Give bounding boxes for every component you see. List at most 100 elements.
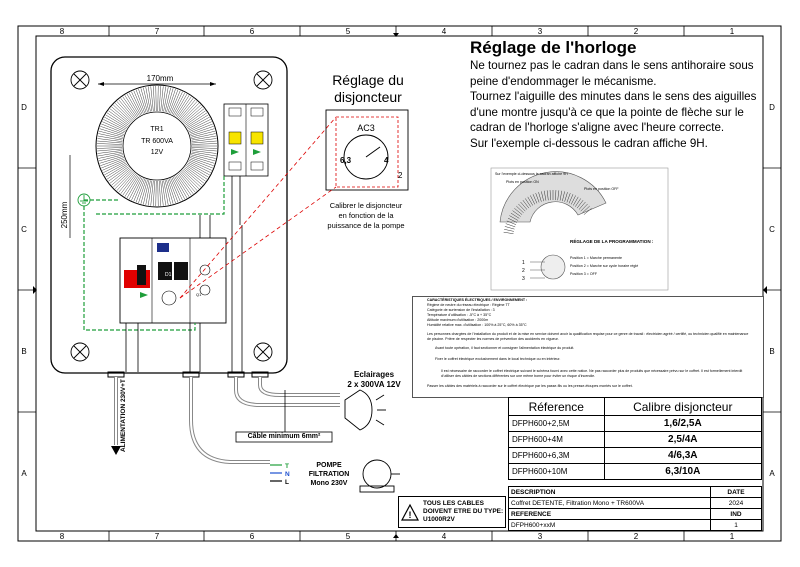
coil-winding bbox=[191, 150, 217, 154]
col-number: 8 bbox=[60, 27, 65, 36]
clock-dial-drawing bbox=[499, 171, 607, 280]
table-row: DFPH600+6,3M 4/6,3A bbox=[508, 447, 763, 464]
pos-number-1: 1 bbox=[522, 260, 525, 266]
coil-winding bbox=[191, 133, 216, 139]
dial-label: AC3 bbox=[357, 123, 375, 133]
caption-line: Calibrer le disjoncteur bbox=[329, 201, 403, 210]
coil-winding bbox=[150, 180, 154, 206]
coil-winding bbox=[186, 112, 208, 127]
ref-cell: DFPH600+4M bbox=[508, 431, 605, 448]
relay-label: D1 bbox=[165, 272, 172, 278]
coil-winding bbox=[111, 106, 131, 124]
coil-winding bbox=[175, 95, 190, 117]
earth-wiring bbox=[83, 176, 225, 331]
table-row: DFPH600+10M 6,3/10A bbox=[508, 463, 763, 480]
coil-winding bbox=[158, 86, 162, 112]
spec-para: Passer les câbles des matériels à raccor… bbox=[427, 384, 633, 388]
coil-winding bbox=[113, 104, 132, 123]
coil-winding bbox=[164, 87, 171, 112]
coil-winding bbox=[122, 96, 138, 118]
coil-winding bbox=[120, 173, 137, 194]
coil-winding bbox=[99, 155, 124, 164]
center-mark-top bbox=[393, 33, 399, 37]
coil-winding bbox=[126, 176, 140, 199]
coil-winding bbox=[122, 174, 138, 196]
pump-line: POMPE bbox=[316, 462, 342, 469]
cable-min-label: Câble minimum 6mm² bbox=[247, 433, 321, 440]
coil-winding bbox=[180, 171, 198, 191]
side-letters: D C B A D C B A bbox=[21, 103, 775, 478]
clock-tick bbox=[510, 212, 520, 219]
coil-winding bbox=[191, 138, 217, 142]
terminal-n: N bbox=[285, 471, 290, 478]
dim-arrow bbox=[210, 82, 216, 86]
internal-wiring bbox=[125, 176, 243, 372]
center-mark-left bbox=[33, 286, 37, 294]
coil-winding bbox=[166, 179, 174, 204]
row-letter: B bbox=[769, 347, 774, 356]
coil-winding bbox=[161, 86, 167, 112]
coil-winding bbox=[140, 179, 148, 204]
spec-line: Régime de neutre du réseau électrique : … bbox=[427, 303, 510, 307]
coil-winding bbox=[131, 91, 143, 115]
coil-winding bbox=[97, 147, 123, 149]
coil-winding bbox=[152, 180, 156, 206]
coil-winding bbox=[186, 114, 209, 129]
coil-winding bbox=[174, 176, 188, 199]
clock-tick bbox=[527, 196, 533, 206]
coil-winding bbox=[161, 180, 167, 206]
prog-title: RÉGLAGE DE LA PROGRAMMATION : bbox=[570, 237, 654, 244]
breaker-zoom-box bbox=[325, 109, 409, 191]
coil-winding bbox=[118, 99, 135, 120]
spec-box: CARACTÉRISTIQUES ÉLECTRIQUES / ENVIRONNE… bbox=[412, 296, 764, 398]
coil-winding bbox=[97, 135, 123, 141]
coil-winding bbox=[105, 114, 128, 129]
row-letter: A bbox=[21, 469, 27, 478]
dial-side-number: 2 bbox=[398, 171, 403, 180]
supply-label: ALIMENTATION 230V+T bbox=[120, 379, 127, 452]
coil-winding bbox=[155, 86, 157, 112]
external-cables-inner bbox=[115, 377, 340, 463]
pump-terminals: T N L bbox=[270, 463, 290, 486]
instruction-paragraph: Sur l'exemple ci-dessous le cadran affic… bbox=[470, 136, 708, 150]
spec-line: Humidité relative max. d'utilisation : 1… bbox=[427, 323, 527, 327]
pump-icon bbox=[359, 459, 400, 493]
coil-winding bbox=[97, 140, 123, 144]
coil-winding bbox=[116, 101, 134, 121]
caliber-header: Calibre disjoncteur bbox=[603, 397, 763, 416]
coil-winding bbox=[152, 86, 156, 112]
coil-winding bbox=[140, 88, 148, 113]
coil-winding bbox=[135, 178, 146, 203]
spec-para: Les personnes chargées de l'installation… bbox=[427, 332, 749, 341]
coil-winding bbox=[184, 167, 205, 184]
clock-tick bbox=[535, 193, 540, 203]
clock-tick bbox=[576, 199, 584, 209]
spec-heading: CARACTÉRISTIQUES ÉLECTRIQUES / ENVIRONNE… bbox=[427, 298, 528, 302]
clock-tick bbox=[514, 208, 523, 215]
coil-winding bbox=[188, 119, 211, 131]
width-label: 170mm bbox=[147, 74, 174, 83]
ref-label: REFERENCE bbox=[508, 508, 711, 520]
instruction-paragraph: Ne tournez pas le cadran dans le sens an… bbox=[470, 59, 754, 88]
clock-tick bbox=[570, 195, 576, 205]
clock-tick bbox=[507, 217, 518, 223]
coil-winding bbox=[175, 175, 190, 197]
ind-value: 1 bbox=[710, 519, 762, 531]
pump-line: Mono 230V bbox=[310, 480, 348, 487]
coil-winding bbox=[188, 121, 212, 132]
clock-instructions: Ne tournez pas le cadran dans le sens an… bbox=[470, 58, 760, 151]
coil-winding bbox=[111, 168, 131, 186]
coil-winding bbox=[191, 147, 217, 149]
coil-winding bbox=[187, 116, 210, 130]
coil-winding bbox=[101, 123, 125, 134]
coil-winding bbox=[191, 153, 216, 159]
lighting-line: Eclairages bbox=[353, 370, 395, 379]
breaker-caption: Calibrer le disjoncteur en fonction de l… bbox=[306, 201, 426, 231]
spec-para: Fixer le coffret électrique exclusivemen… bbox=[435, 357, 561, 361]
clock-tick bbox=[573, 196, 579, 206]
cable-warning-icon: ! bbox=[401, 503, 419, 521]
frame-ticks bbox=[18, 26, 781, 541]
coil-winding bbox=[97, 143, 123, 145]
coil-winding bbox=[114, 170, 133, 190]
coil-winding bbox=[145, 87, 151, 112]
